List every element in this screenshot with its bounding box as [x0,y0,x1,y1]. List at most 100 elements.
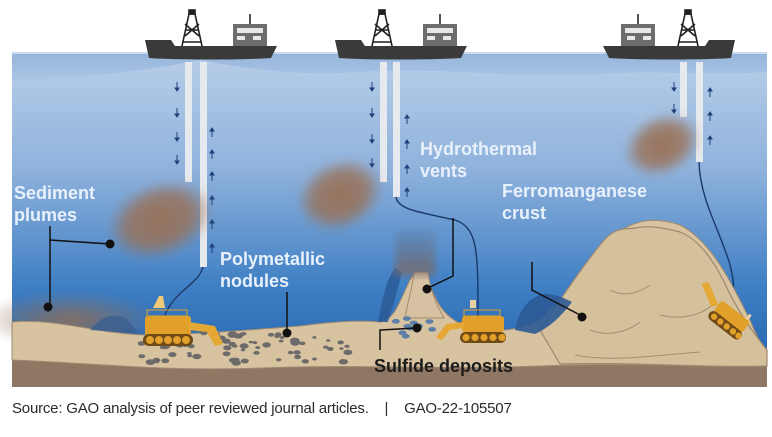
caption-separator: | [384,400,389,417]
rock-formation-left [90,315,140,334]
sulfide-chunk [401,333,410,339]
nodule [323,345,329,349]
marker-dot [43,302,53,312]
nodule [229,357,238,363]
mining-vessel-right [603,9,735,60]
hydrothermal-vent-smoke [395,230,435,275]
figure-caption: Source: GAO analysis of peer reviewed jo… [12,400,512,417]
arrow-up-icon [707,87,713,97]
rock-formation-vent [378,268,402,322]
vehicle-arm [701,281,719,307]
nodule [301,359,309,364]
sediment-plume-right [623,112,701,178]
arrow-up-icon [707,111,713,121]
label-hydrothermal-vents-line2: vents [420,161,467,181]
drill-derrick-icon [181,9,203,47]
label-polymetallic-nodules-line2: nodules [220,271,289,291]
arrow-up-icon [404,164,410,174]
nodule [262,342,271,348]
drill-derrick-icon [371,9,393,47]
nodule [339,347,344,350]
nodule [192,353,202,360]
nodule [294,354,302,360]
riser-pipes-center [380,62,479,321]
arrow-down-icon [369,108,375,118]
marker-dot [422,284,432,294]
ship-bridge [423,14,457,46]
nodule [312,357,317,361]
label-ferromanganese-crust-line1: Ferromanganese [502,181,647,201]
ship-bridge [233,14,267,46]
nodule [274,334,280,338]
arrow-up-icon [707,135,713,145]
arrow-up-icon [404,139,410,149]
leader-dots [43,239,587,338]
leader-sulfide-deposits [379,327,417,350]
nodule [222,351,231,357]
sulfide-chunk [425,319,434,324]
nodule [338,359,348,365]
mining-vessel-left [145,9,277,60]
nodule [161,358,170,364]
nodule [253,351,260,355]
ship-hull [603,40,735,60]
nodule [290,339,301,346]
arrow-down-icon [671,82,677,92]
arrow-down-icon [174,82,180,92]
arrow-down-icon [369,82,375,92]
riser-pipes-left [164,62,207,316]
nodule-collector-vehicle [143,296,223,346]
riser-pipe [696,62,703,162]
arrow-up-icon [209,127,215,137]
nodule [222,338,231,344]
tether-line [395,196,479,321]
nodule [138,354,146,359]
nodule [240,358,249,364]
vehicle-arm [189,322,223,346]
nodule [159,345,167,350]
nodule [187,354,193,358]
nodule [337,340,344,345]
nodule [252,341,258,345]
bedrock [12,360,767,387]
arrow-down-icon [671,104,677,114]
sediment-plume-center [296,158,384,232]
ship-bridge [621,14,655,46]
sulfide-deposit-field [391,316,437,339]
marker-dot [105,239,115,249]
riser-pipe [393,62,400,197]
vehicle-mast [153,296,165,308]
label-sediment-plumes-line2: plumes [14,205,77,225]
nodule [276,358,282,362]
riser-pipe [200,62,207,267]
leader-hydrothermal-vents [427,218,454,289]
arrow-up-icon [404,114,410,124]
crust-texture [574,284,713,359]
mining-vessel-center [335,9,467,60]
nodule [227,331,238,338]
leader-ferromanganese-crust [531,262,583,317]
crust-cutter-vehicle [701,281,752,340]
label-sulfide-deposits: Sulfide deposits [374,356,513,376]
arrow-down-icon [174,108,180,118]
arrow-up-icon [209,149,215,159]
nodule [293,350,301,355]
nodule [312,336,317,339]
nodule [327,346,334,351]
label-ferromanganese-crust-line2: crust [502,203,546,223]
sulfide-collector-vehicle [436,300,506,343]
arrow-down-icon [174,155,180,165]
sulfide-chunk [391,318,400,324]
ferromanganese-crust-mound [539,226,768,368]
arrow-down-icon [174,132,180,142]
nodule [239,332,246,336]
nodule [255,346,261,350]
return-pipe [185,62,192,182]
nodule [223,345,232,351]
arrow-up-icon [209,243,215,253]
ship-hull [145,40,277,60]
nodule [278,339,284,343]
nodule [137,341,146,346]
nodule [326,339,331,342]
nodule [154,360,160,364]
